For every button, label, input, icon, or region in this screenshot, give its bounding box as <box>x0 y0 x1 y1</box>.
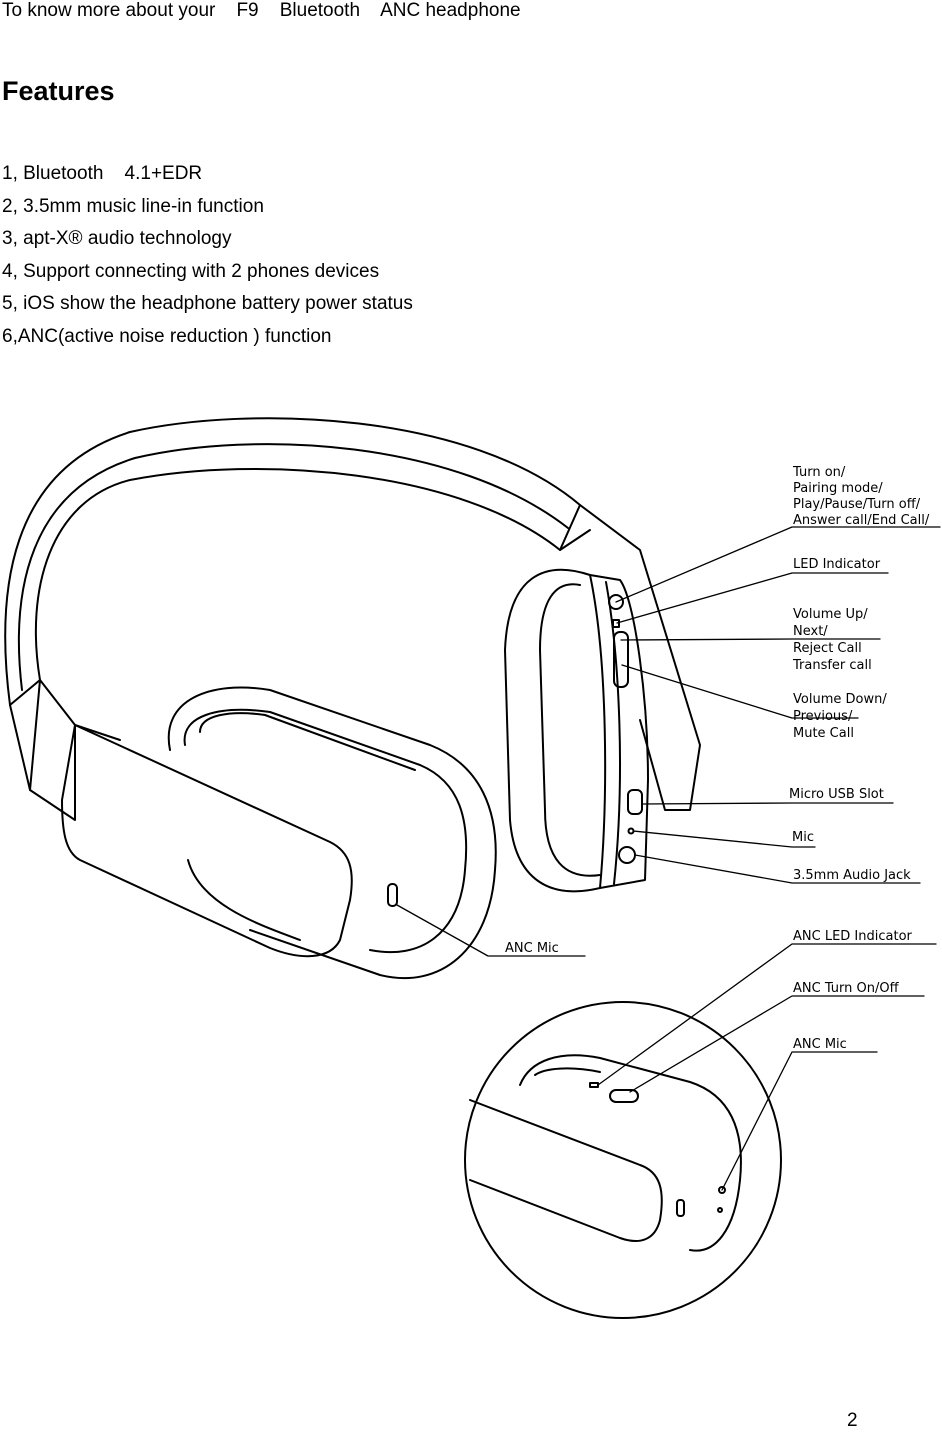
feature-item: 6,ANC(active noise reduction ) function <box>2 325 332 347</box>
features-list: 1, Bluetooth 4.1+EDR 2, 3.5mm music line… <box>2 158 413 353</box>
callout-micro-usb: Micro USB Slot <box>789 787 884 802</box>
anc-detail-illustration <box>464 1001 782 1319</box>
callout-anc-led: ANC LED Indicator <box>793 929 913 944</box>
headband-illustration <box>4 417 701 821</box>
right-earcup-illustration <box>504 568 649 893</box>
callout-anc-toggle: ANC Turn On/Off <box>793 981 900 996</box>
callout-anc-mic-detail: ANC Mic <box>793 1037 847 1052</box>
callout-audio-jack: 3.5mm Audio Jack <box>793 868 911 883</box>
callout-labels: Turn on/ Pairing mode/ Play/Pause/Turn o… <box>505 465 930 1052</box>
callout-play-pause: Play/Pause/Turn off/ <box>793 497 921 512</box>
callout-led-indicator: LED Indicator <box>793 557 881 572</box>
page-number: 2 <box>847 1410 858 1431</box>
callout-answer-call: Answer call/End Call/ <box>793 513 930 528</box>
callout-previous: Previous/ <box>793 709 853 724</box>
callout-reject-call: Reject Call <box>793 641 862 656</box>
callout-mute-call: Mute Call <box>793 726 854 741</box>
callout-turn-on: Turn on/ <box>792 465 846 480</box>
callout-volume-down: Volume Down/ <box>793 692 887 707</box>
left-earcup-illustration <box>61 686 497 980</box>
callout-next: Next/ <box>793 624 828 639</box>
callout-mic: Mic <box>792 830 814 845</box>
callout-leader-lines <box>396 526 941 1191</box>
headphone-diagram: Turn on/ Pairing mode/ Play/Pause/Turn o… <box>4 417 941 1319</box>
feature-item: 1, Bluetooth 4.1+EDR <box>2 163 203 184</box>
feature-item: 4, Support connecting with 2 phones devi… <box>2 260 380 282</box>
document-header: To know more about your F9 Bluetooth ANC… <box>2 0 521 21</box>
feature-item: 3, apt-X® audio technology <box>2 228 232 249</box>
callout-pairing-mode: Pairing mode/ <box>793 481 883 496</box>
callout-volume-up: Volume Up/ <box>793 607 868 622</box>
callout-transfer-call: Transfer call <box>792 658 872 673</box>
feature-item: 2, 3.5mm music line-in function <box>2 195 264 217</box>
callout-anc-mic-main: ANC Mic <box>505 941 559 956</box>
features-heading: Features <box>2 76 115 106</box>
feature-item: 5, iOS show the headphone battery power … <box>2 293 413 314</box>
